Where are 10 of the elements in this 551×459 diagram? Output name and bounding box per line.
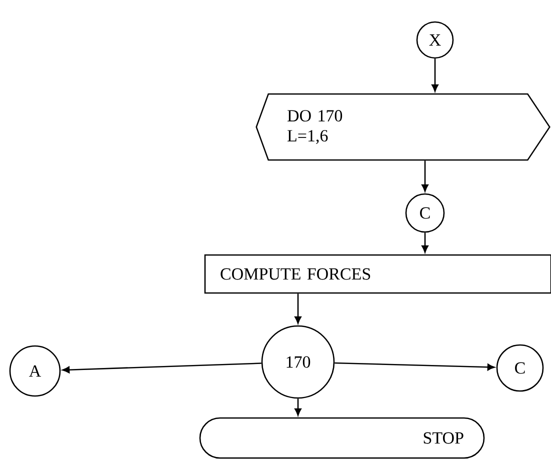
arrow	[294, 398, 302, 416]
process-box: COMPUTE FORCES	[204, 254, 551, 294]
loop-hexagon: DO 170 L=1,6	[256, 93, 550, 161]
arrow	[294, 294, 302, 324]
arrow	[422, 160, 428, 192]
arrow	[432, 58, 438, 92]
arrow	[422, 232, 428, 253]
arrow	[62, 362, 262, 374]
arrow	[334, 362, 495, 371]
terminal-box: STOP	[199, 417, 485, 459]
